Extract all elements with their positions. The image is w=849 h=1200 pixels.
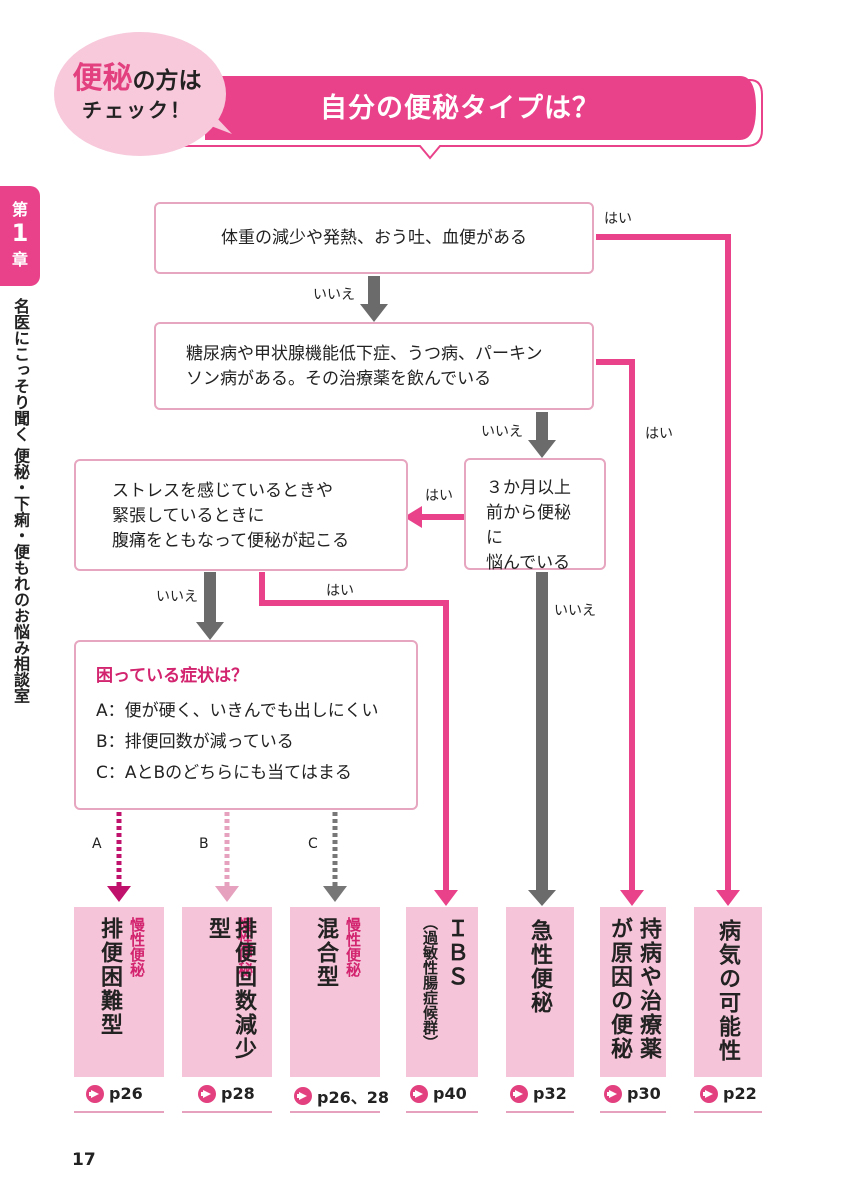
result-6-page: p30	[627, 1084, 661, 1103]
arrow-circle-icon	[198, 1084, 216, 1103]
chapter-number: 1	[11, 219, 29, 247]
question-stress: ストレスを感じているときや 緊張しているときに 腹痛をともなって便秘が起こる	[74, 459, 408, 571]
result-box-acute: 急性便秘	[506, 907, 574, 1077]
q5-option-a: A：便が硬く、いきんでも出しにくい	[96, 701, 379, 721]
result-2-main: 排便回数減少型	[205, 917, 256, 1061]
result-3-page: p26、28	[317, 1088, 389, 1107]
result-box-mixed: 慢性便秘 混合型	[290, 907, 380, 1077]
result-box-defecation-difficulty: 慢性便秘 排便困難型	[74, 907, 164, 1077]
chapter-label-top: 第	[11, 200, 28, 219]
result-1-main: 排便困難型	[97, 917, 122, 1037]
result-4-page-link[interactable]: p40	[410, 1084, 467, 1103]
no-arrows	[196, 276, 556, 906]
bubble-line1: 便秘の方は	[62, 60, 212, 98]
result-6-page-link[interactable]: p30	[604, 1084, 661, 1103]
bubble-highlight: 便秘	[72, 61, 133, 96]
q5-option-c: C：AとBのどちらにも当てはまる	[96, 763, 352, 783]
label-no-q1: いいえ	[313, 287, 355, 303]
arrow-circle-icon	[604, 1084, 622, 1103]
result-7-page: p22	[723, 1084, 757, 1103]
q4-line3: 腹痛をともなって便秘が起こる	[112, 531, 350, 551]
result-6-main2: が原因の便秘	[607, 917, 632, 1061]
result-5-page-link[interactable]: p32	[510, 1084, 567, 1103]
label-choice-b: B	[199, 836, 209, 852]
question-duration: ３か月以上 前から便秘に 悩んでいる	[464, 458, 606, 573]
bubble-line2: チェック！	[82, 97, 192, 122]
question-symptoms: 困っている症状は？ A：便が硬く、いきんでも出しにくい B：排便回数が減っている…	[74, 640, 418, 810]
chapter-label-bottom: 章	[11, 250, 28, 269]
yes-arrows	[259, 234, 731, 892]
side-book-title: 名医にこっそり聞く 便秘・下痢・便もれのお悩み相談室	[11, 298, 30, 704]
result-1-page-link[interactable]: p26	[86, 1084, 143, 1103]
question-weight-loss: 体重の減少や発熱、おう吐、血便がある	[154, 202, 594, 274]
result-4-page: p40	[433, 1084, 467, 1103]
arrow-circle-icon	[410, 1084, 428, 1103]
question-chronic-disease: 糖尿病や甲状腺機能低下症、うつ病、パーキン ソン病がある。その治療薬を飲んでいる	[154, 322, 594, 410]
page-title: 自分の便秘タイプは？	[320, 93, 600, 124]
result-7-page-link[interactable]: p22	[700, 1084, 757, 1103]
label-no-q3: いいえ	[554, 603, 596, 619]
label-no-q4: いいえ	[156, 589, 198, 605]
result-5-page: p32	[533, 1084, 567, 1103]
result-3-sub: 慢性便秘	[344, 917, 362, 977]
label-no-q2: いいえ	[481, 424, 523, 440]
result-3-page-link[interactable]: p26、28	[294, 1084, 389, 1108]
q5-title: 困っている症状は？	[96, 666, 249, 686]
label-choice-a: A	[92, 836, 102, 852]
result-4-small: （過敏性腸症候群）	[421, 915, 439, 1050]
result-2-sub: 慢性便秘	[236, 917, 254, 977]
label-choice-c: C	[308, 836, 318, 852]
result-1-sub: 慢性便秘	[128, 917, 146, 977]
result-2-page-link[interactable]: p28	[198, 1084, 255, 1103]
arrow-circle-icon	[510, 1084, 528, 1103]
result-7-main: 病気の可能性	[715, 919, 740, 1063]
q5-option-b: B：排便回数が減っている	[96, 732, 294, 752]
label-yes-q3: はい	[425, 488, 453, 504]
result-box-frequency-decrease: 慢性便秘 排便回数減少型	[182, 907, 272, 1077]
q3-line1: ３か月以上	[486, 478, 571, 498]
choice-arrows	[107, 812, 347, 902]
q3-line2: 前から便秘に	[486, 503, 571, 548]
result-6-main: 持病や治療薬	[636, 917, 661, 1061]
q4-line1: ストレスを感じているときや	[112, 481, 333, 501]
result-4-main: ＩＢＳ	[443, 917, 468, 989]
page-number: 17	[72, 1150, 96, 1170]
arrow-circle-icon	[86, 1084, 104, 1103]
chapter-tab: 第 1 章	[0, 186, 40, 286]
result-2-page: p28	[221, 1084, 255, 1103]
q3-line3: 悩んでいる	[486, 553, 571, 573]
q2-line2: ソン病がある。その治療薬を飲んでいる	[186, 369, 492, 389]
result-1-page: p26	[109, 1084, 143, 1103]
arrow-circle-icon	[700, 1084, 718, 1103]
q2-line1: 糖尿病や甲状腺機能低下症、うつ病、パーキン	[186, 344, 543, 364]
result-box-medication: 持病や治療薬 が原因の便秘	[600, 907, 666, 1077]
result-box-disease: 病気の可能性	[694, 907, 762, 1077]
header-bubble	[54, 32, 763, 160]
result-3-main: 混合型	[313, 917, 338, 989]
label-yes-q2: はい	[645, 426, 673, 442]
q1-text: 体重の減少や発熱、おう吐、血便がある	[221, 227, 527, 248]
label-yes-q4: はい	[326, 583, 354, 599]
q4-line2: 緊張しているときに	[112, 506, 265, 526]
result-5-main: 急性便秘	[527, 919, 552, 1015]
bubble-rest: の方は	[132, 68, 202, 94]
arrow-circle-icon	[294, 1087, 312, 1105]
yes-arrowheads	[404, 506, 740, 906]
result-box-ibs: ＩＢＳ （過敏性腸症候群）	[406, 907, 478, 1077]
label-yes-q1: はい	[604, 211, 632, 227]
check-bubble: 便秘の方は チェック！	[62, 60, 212, 123]
